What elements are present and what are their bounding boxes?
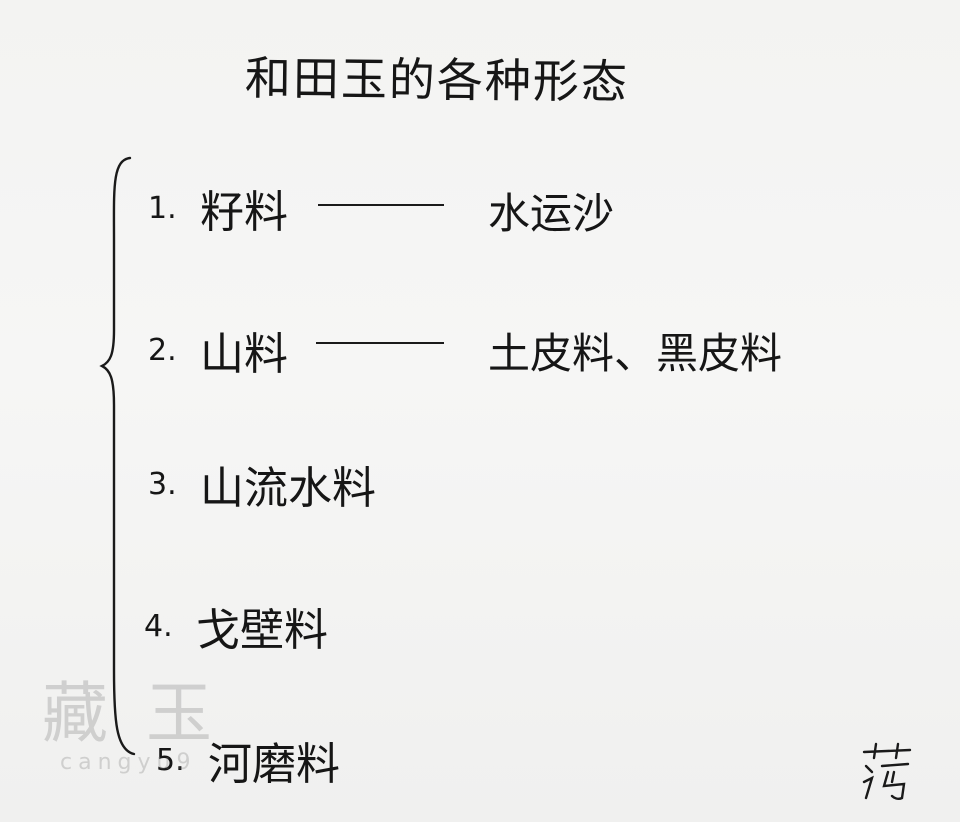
list-item: 1. 籽料 — [148, 176, 288, 240]
list-item: 2. 山料 — [148, 318, 288, 382]
item-label: 山料 — [200, 329, 288, 380]
item-note: 土皮料、黑皮料 — [488, 329, 783, 378]
dash-line — [318, 204, 444, 206]
signature-mark — [862, 742, 912, 801]
left-curly-brace — [99, 156, 136, 756]
item-number: 2. — [148, 332, 177, 368]
item-label: 籽料 — [200, 187, 288, 238]
item-label: 河磨料 — [208, 739, 340, 790]
item-note: 水运沙 — [488, 189, 615, 238]
watermark-text: 藏玉 — [42, 675, 250, 752]
list-item: 3. 山流水料 — [148, 452, 376, 516]
watermark-logo: 藏玉 cangyu9 — [42, 660, 250, 775]
item-label: 山流水料 — [200, 463, 376, 514]
list-item: 5. 河磨料 — [156, 728, 340, 792]
watermark-subtext: cangyu9 — [60, 750, 197, 775]
list-item: 4. 戈壁料 — [144, 594, 328, 658]
item-number: 4. — [144, 608, 173, 644]
item-label: 戈壁料 — [196, 605, 328, 656]
page-title: 和田玉的各种形态 — [244, 50, 630, 110]
item-number: 3. — [148, 466, 177, 502]
item-number: 5. — [156, 742, 185, 778]
dash-line — [316, 342, 444, 344]
item-number: 1. — [148, 190, 177, 226]
